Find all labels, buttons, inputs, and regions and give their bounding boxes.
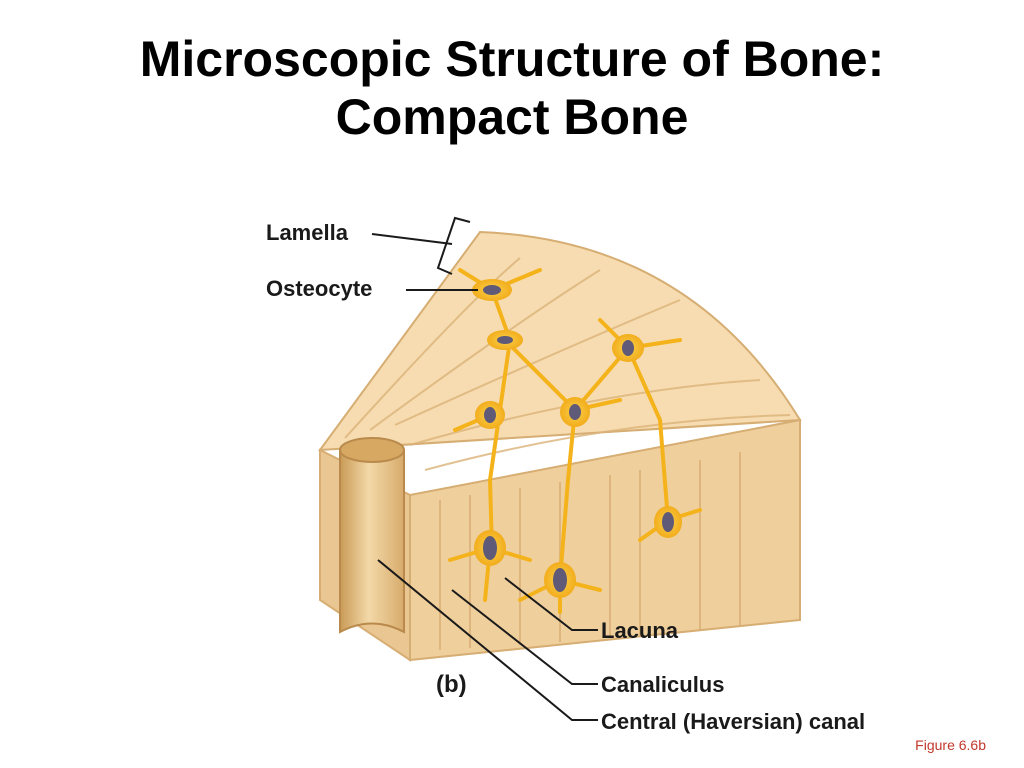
label-canaliculus: Canaliculus	[601, 672, 724, 697]
nucleus	[662, 512, 674, 532]
lamella-leader	[372, 234, 452, 244]
nucleus	[569, 404, 581, 420]
label-lacuna: Lacuna	[601, 618, 679, 643]
nucleus	[553, 568, 567, 592]
central-canal-opening	[340, 438, 404, 462]
panel-label: (b)	[436, 671, 467, 698]
figure-reference: Figure 6.6b	[915, 737, 986, 753]
nucleus	[622, 340, 634, 356]
nucleus	[483, 536, 497, 560]
nucleus	[497, 336, 513, 344]
label-central-canal: Central (Haversian) canal	[601, 709, 865, 734]
nucleus	[483, 285, 501, 295]
nucleus	[484, 407, 496, 423]
label-lamella: Lamella	[266, 220, 349, 245]
label-osteocyte: Osteocyte	[266, 276, 372, 301]
central-canal	[340, 441, 404, 632]
